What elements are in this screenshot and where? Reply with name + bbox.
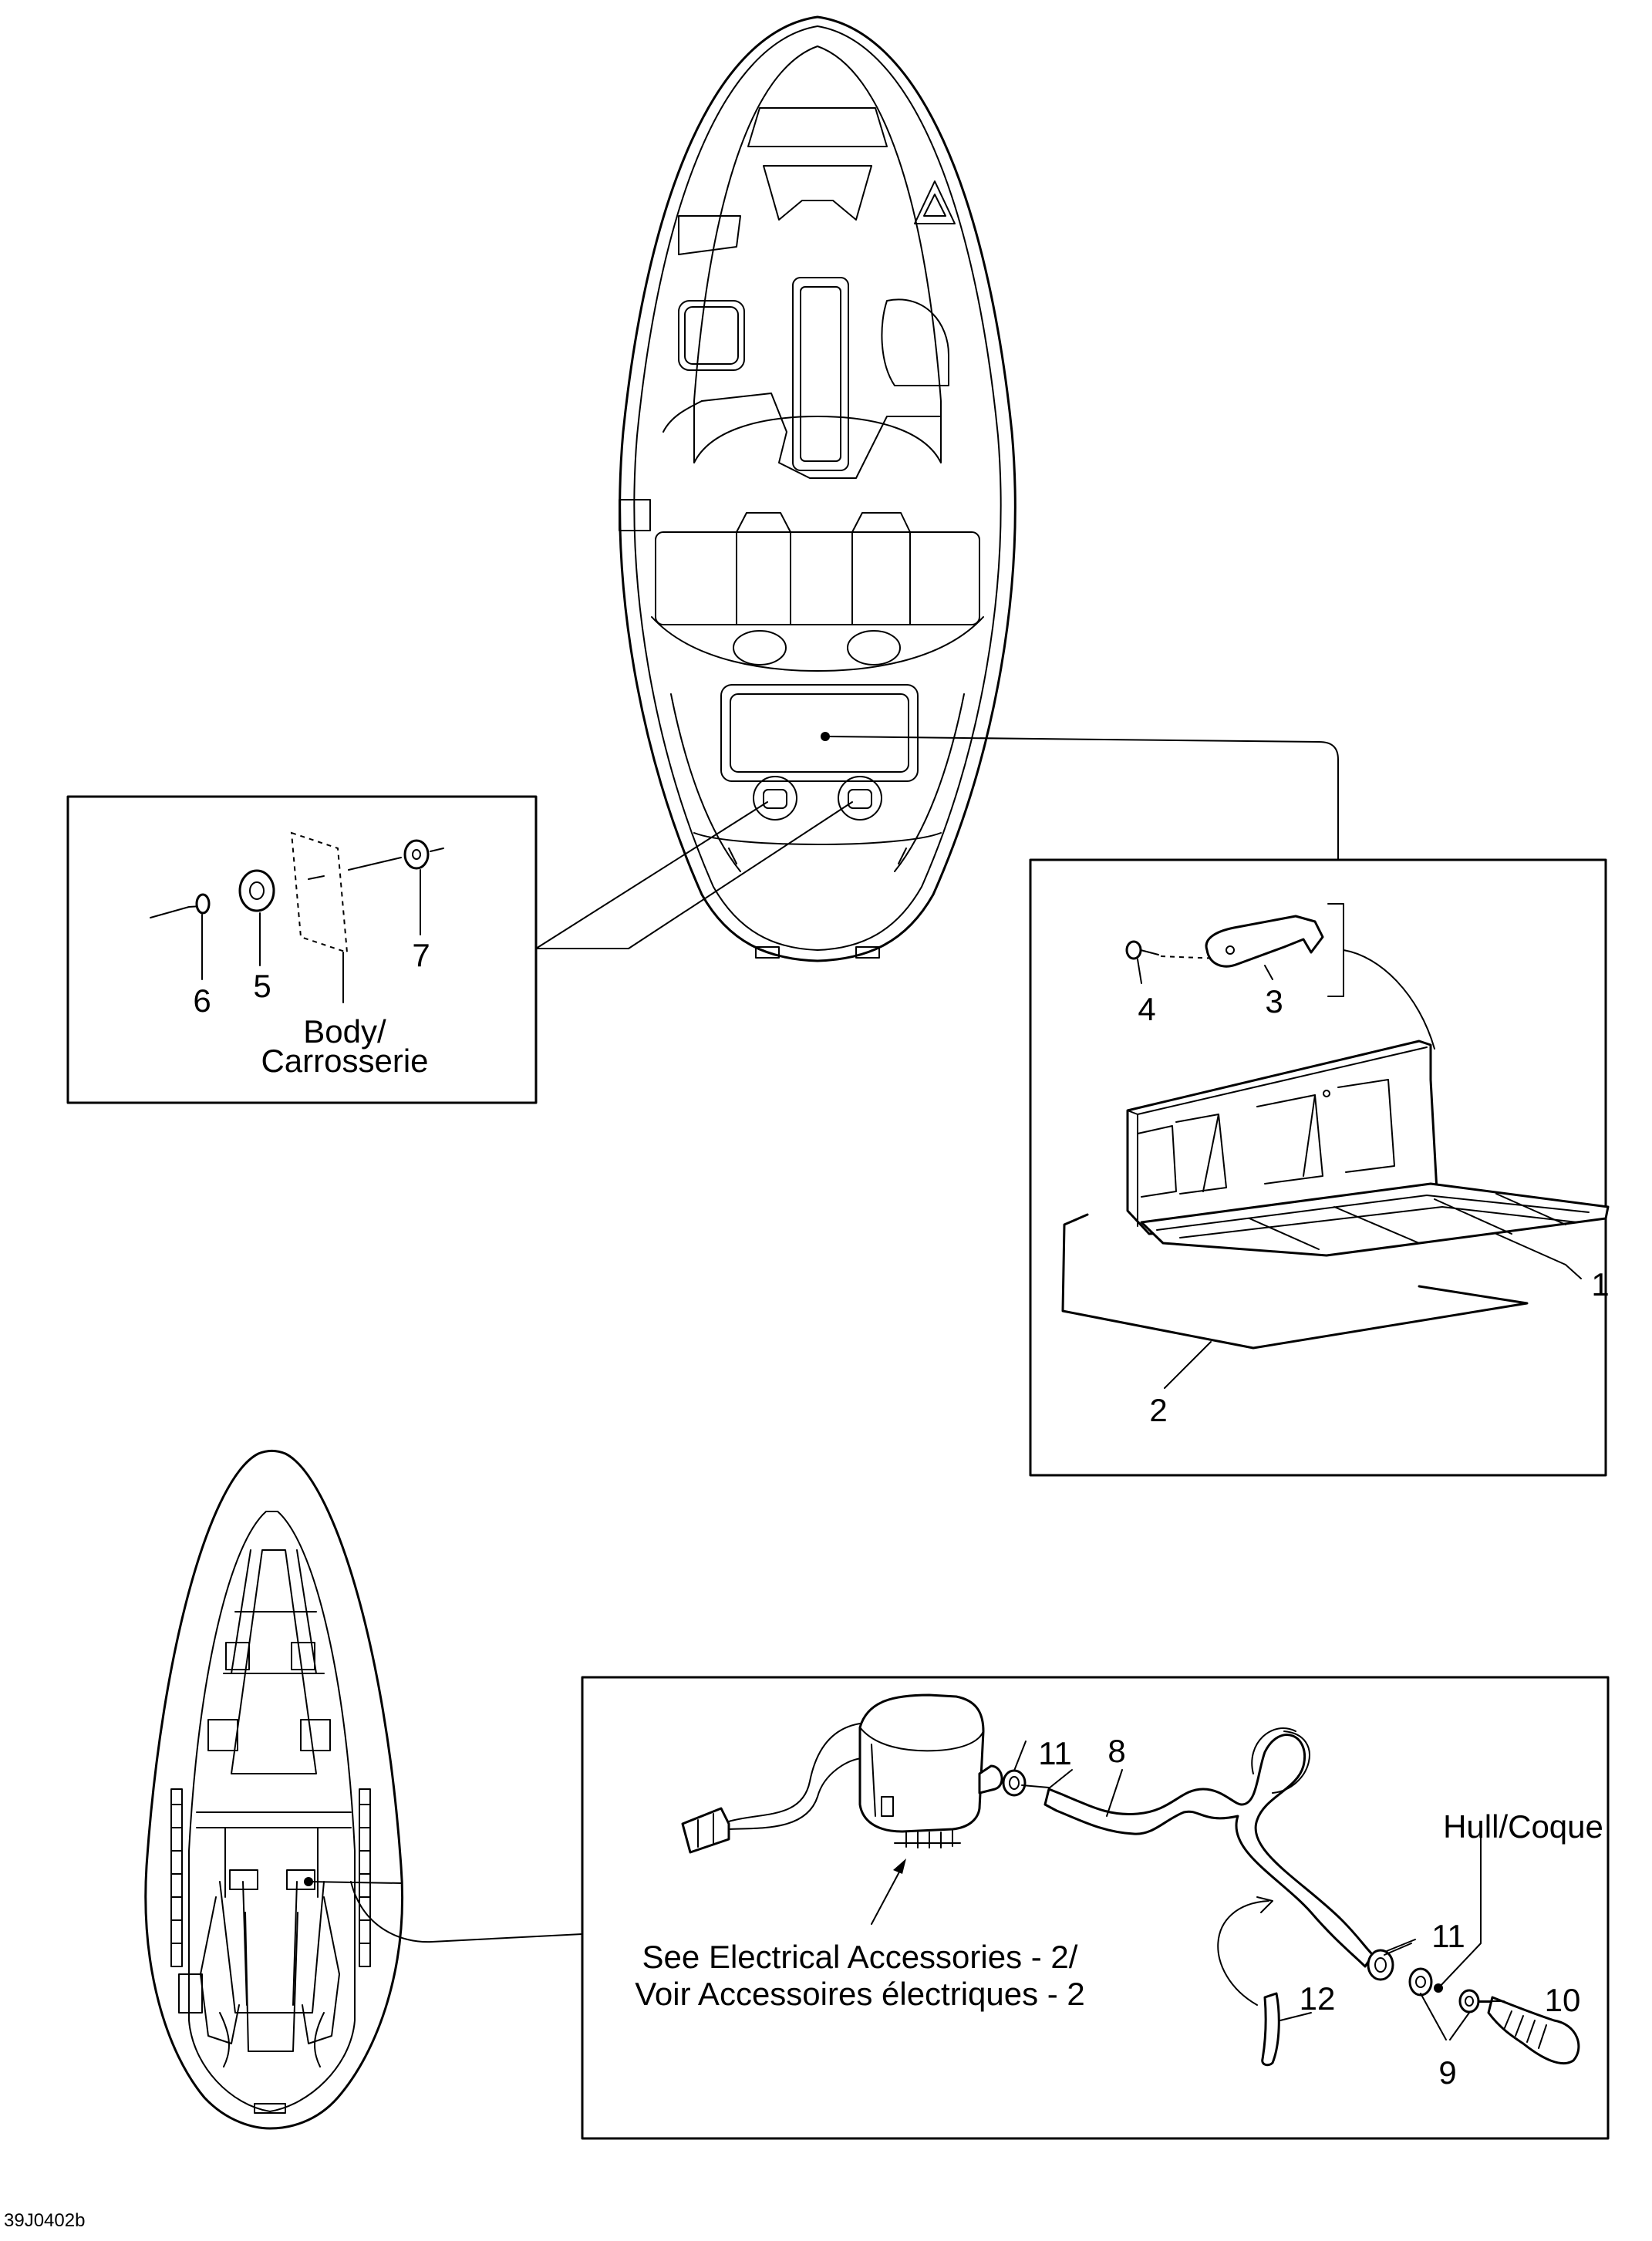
callout-11-right: 11 [1431,1918,1465,1954]
bilge-pump-detail-box [581,1676,1610,2140]
callout-1: 1 [1591,1266,1609,1302]
electrical-note-line1: See Electrical Accessories - 2/ [642,1939,1078,1975]
callout-3: 3 [1265,983,1283,1019]
deck-top-view [619,15,1016,962]
hull-interior-view [144,1449,404,2130]
callout-12: 12 [1300,1980,1336,2017]
callout-8: 8 [1108,1733,1125,1769]
fastener-detail-box [66,795,538,1104]
callout-11-left: 11 [1038,1735,1072,1771]
hull-label: Hull/Coque [1443,1808,1603,1845]
callout-2: 2 [1149,1392,1167,1428]
callout-4: 4 [1138,991,1155,1027]
electrical-note-line2: Voir Accessoires électriques - 2 [635,1976,1085,2012]
callout-7: 7 [412,937,430,973]
storage-tray-detail-box [1029,858,1610,1477]
diagram-code: 39J0402b [4,2210,85,2231]
callout-9: 9 [1438,2054,1456,2091]
callout-10: 10 [1545,1982,1581,2018]
callout-5: 5 [253,968,271,1004]
body-label-line1: Body/ [303,1013,386,1050]
callout-6: 6 [193,982,211,1019]
body-label-line2: Carrosserie [261,1043,428,1079]
